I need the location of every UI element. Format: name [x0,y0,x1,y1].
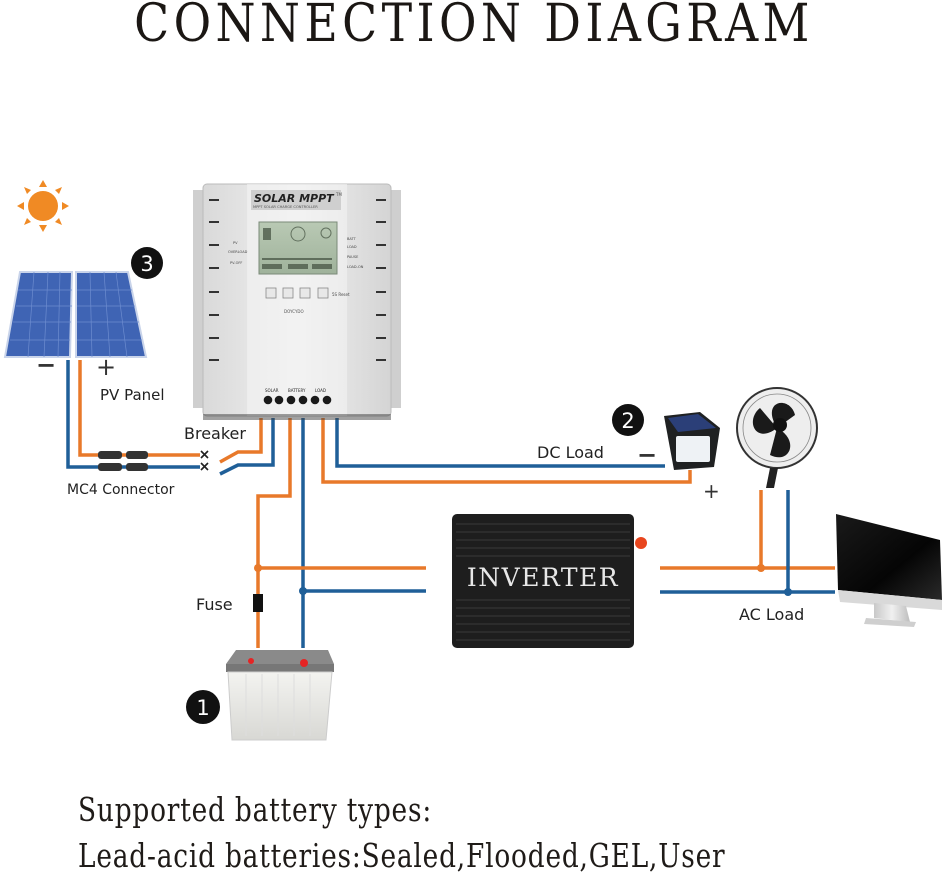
mc4-connectors [98,451,148,471]
inverter: INVERTER [452,514,647,648]
sun-icon [17,180,69,232]
svg-text:LOAD: LOAD [315,388,326,393]
mc4-connector-label: MC4 Connector [67,482,175,498]
breaker-contacts [200,450,209,471]
pv-panel [3,271,148,358]
battery-types-list: Lead-acid batteries:Sealed,Flooded,GEL,U… [78,836,726,875]
svg-text:BATT: BATT [347,237,357,241]
battery-types-heading: Supported battery types: [78,790,433,829]
svg-text:1: 1 [196,696,209,720]
minus-button [299,287,311,299]
svg-text:PAUSE: PAUSE [347,255,358,259]
fan [736,387,818,488]
load-positive-wire [321,418,692,484]
fuse [253,594,263,612]
svg-text:LOAD: LOAD [347,245,357,249]
svg-text:PV-OFF: PV-OFF [230,261,242,265]
svg-text:PV: PV [233,241,238,245]
badge-pv: 3 [131,247,163,279]
pv-negative-wire [66,360,200,469]
junction-dot [299,587,307,595]
fuse-label: Fuse [196,595,233,614]
dc-plus-sign: + [703,479,720,503]
power-button [317,287,329,299]
inverter-terminal [635,537,647,549]
wires [66,360,835,648]
solar-light [664,412,720,470]
svg-text:5S Reset: 5S Reset [332,292,350,297]
ac-load-label: AC Load [739,605,805,624]
load-negative-wire [335,418,665,468]
menu-button [265,287,277,299]
svg-text:3: 3 [140,252,153,276]
mppt-charge-controller: SOLAR MPPT TM MPPT SOLAR CHARGE CONTROLL… [193,183,401,420]
junction-dot [784,588,792,596]
dc-minus-sign: − [637,441,657,469]
terminal-screws [263,395,332,405]
junction-dot [254,564,262,572]
svg-text:TM: TM [335,192,342,197]
battery [226,650,334,741]
inverter-label: INVERTER [467,563,619,592]
monitor [836,514,942,627]
breaker-positive-wire [219,418,263,464]
controller-brand: SOLAR MPPT [254,192,335,205]
pv-minus-sign: − [36,351,56,379]
svg-text:BATTERY: BATTERY [288,388,306,393]
junction-dot [757,564,765,572]
breaker-label: Breaker [184,424,246,443]
pv-plus-sign: + [96,353,116,381]
svg-text:LOAD-ON: LOAD-ON [347,265,364,269]
page-title: CONNECTION DIAGRAM [134,0,814,54]
pv-panel-label: PV Panel [100,386,165,404]
svg-text:SOLAR: SOLAR [265,388,279,393]
plus-button [282,287,294,299]
dc-load-label: DC Load [537,443,604,462]
svg-text:MPPT SOLAR CHARGE CONTROLLER: MPPT SOLAR CHARGE CONTROLLER [253,205,318,209]
badge-battery: 1 [186,690,220,724]
badge-dc-load: 2 [612,404,644,436]
breaker-negative-wire [219,418,275,476]
pv-positive-wire [78,360,200,457]
svg-text:OVERLOAD: OVERLOAD [228,250,248,254]
svg-text:DOYCYDO: DOYCYDO [284,309,304,314]
svg-text:2: 2 [621,409,634,433]
